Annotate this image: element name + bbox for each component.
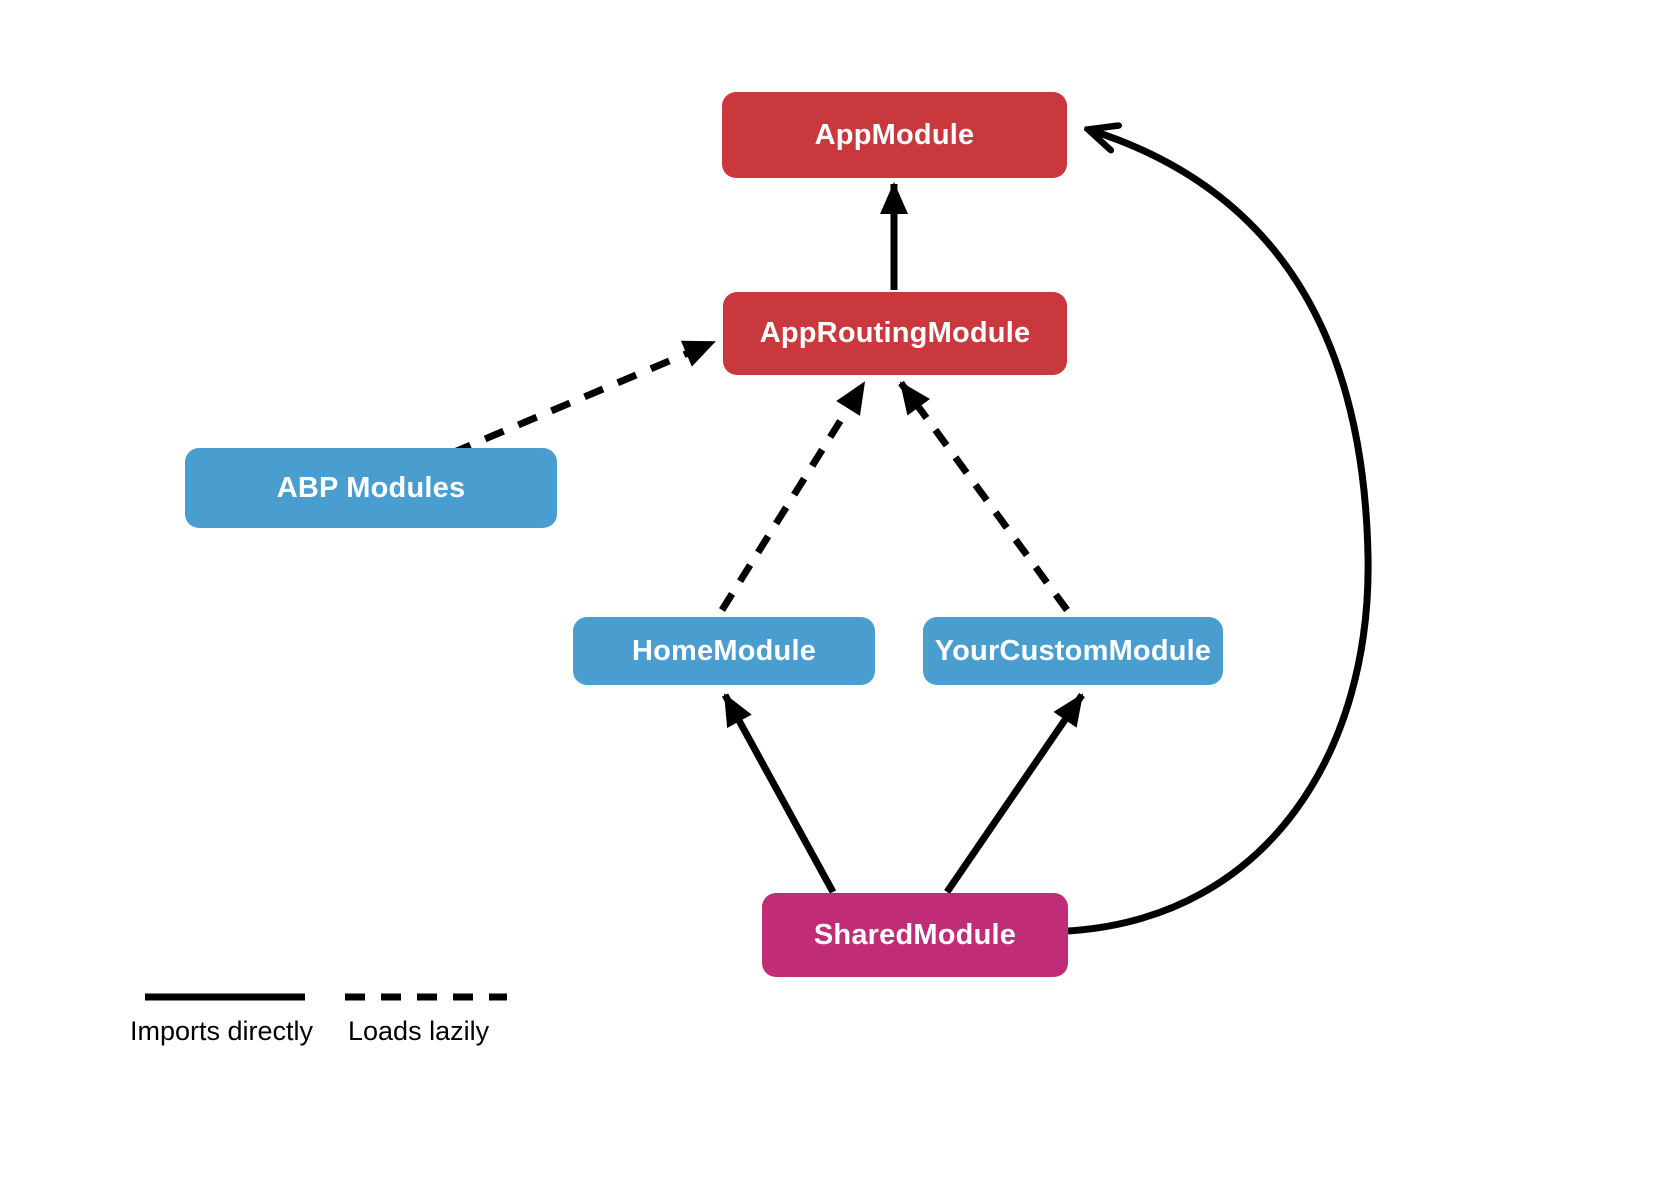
node-yourcustommodule: YourCustomModule [923, 617, 1223, 685]
node-approutingmodule: AppRoutingModule [723, 292, 1067, 375]
node-abpmodules: ABP Modules [185, 448, 557, 528]
edge-homemodule-to-approutingmodule [719, 381, 867, 612]
edge-sharedmodule-to-homemodule [721, 693, 837, 894]
edge-sharedmodule-to-appmodule [1067, 130, 1372, 935]
edge-abpmodules-to-approutingmodule [450, 338, 716, 457]
node-homemodule: HomeModule [573, 617, 875, 685]
node-appmodule: AppModule [722, 92, 1067, 178]
node-sharedmodule: SharedModule [762, 893, 1068, 977]
edge-yourcustommodule-to-approutingmodule [898, 380, 1070, 613]
legend-loads-lazily-label: Loads lazily [348, 1016, 490, 1046]
legend-imports-directly-label: Imports directly [130, 1016, 314, 1046]
edge-sharedmodule-to-yourcustommodule [944, 693, 1085, 894]
